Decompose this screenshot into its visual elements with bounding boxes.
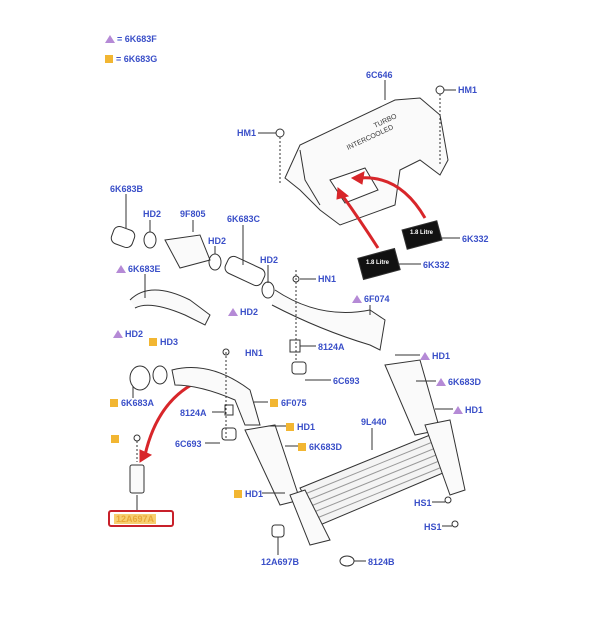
triangle-icon <box>352 295 362 303</box>
part-label[interactable]: 12A697B <box>261 557 300 567</box>
part-label[interactable]: 6C646 <box>366 70 393 80</box>
decal-1 <box>401 220 443 250</box>
part-label[interactable]: 6F075 <box>270 398 307 408</box>
part-label[interactable]: 9F805 <box>180 209 206 219</box>
part-label[interactable]: 6K683C <box>227 214 261 224</box>
square-icon <box>111 435 119 443</box>
part-square-marker[interactable] <box>111 434 122 444</box>
triangle-icon <box>113 330 123 338</box>
part-label[interactable]: HS1 <box>424 522 442 532</box>
part-label[interactable]: 6K683B <box>110 184 144 194</box>
part-label[interactable]: HD2 <box>143 209 162 219</box>
part-label[interactable]: 6C693 <box>333 376 360 386</box>
triangle-icon <box>105 35 115 43</box>
part-label[interactable]: 6F074 <box>352 294 390 304</box>
square-icon <box>234 490 242 498</box>
part-label[interactable]: 8124A <box>318 342 345 352</box>
part-label[interactable]: HD3 <box>149 337 178 347</box>
highlighted-part-label: 12A697A <box>114 514 157 524</box>
part-label[interactable]: HN1 <box>318 274 337 284</box>
part-label[interactable]: 6K332 <box>423 260 450 270</box>
part-label[interactable]: HS1 <box>414 498 432 508</box>
part-label[interactable]: HD2 <box>228 307 258 317</box>
square-icon <box>110 399 118 407</box>
decal-text-1: 1.8 Litre <box>410 230 434 236</box>
highlighted-part-12a697a[interactable]: 12A697A <box>108 510 174 527</box>
legend-square: = 6K683G <box>105 54 157 64</box>
square-icon <box>286 423 294 431</box>
triangle-icon <box>228 308 238 316</box>
part-label[interactable]: HN1 <box>245 348 264 358</box>
square-icon <box>298 443 306 451</box>
part-label[interactable]: HD2 <box>260 255 279 265</box>
part-label[interactable]: 9L440 <box>361 417 387 427</box>
square-icon <box>149 338 157 346</box>
part-label[interactable]: HD1 <box>453 405 483 415</box>
part-label[interactable]: 6K683D <box>436 377 481 387</box>
legend-triangle: = 6K683F <box>105 34 157 44</box>
part-label[interactable]: HD2 <box>208 236 227 246</box>
arrow-decal-1 <box>359 176 427 219</box>
part-label[interactable]: HD1 <box>420 351 450 361</box>
part-label[interactable]: 6K332 <box>462 234 489 244</box>
part-label[interactable]: HD1 <box>234 489 263 499</box>
square-icon <box>105 55 113 63</box>
triangle-icon <box>453 406 463 414</box>
triangle-icon <box>420 352 430 360</box>
arrow-decal-2 <box>340 194 380 249</box>
part-label[interactable]: 6C693 <box>175 439 202 449</box>
decal-text-2: 1.8 Litre <box>366 260 390 266</box>
part-label[interactable]: 6K683E <box>116 264 161 274</box>
part-label[interactable]: 6K683A <box>110 398 154 408</box>
triangle-icon <box>436 378 446 386</box>
part-label[interactable]: HD1 <box>286 422 315 432</box>
square-icon <box>270 399 278 407</box>
engine-cover <box>284 97 449 226</box>
decal-2 <box>357 247 401 281</box>
part-label[interactable]: HM1 <box>237 128 257 138</box>
part-label[interactable]: 8124B <box>368 557 395 567</box>
part-label[interactable]: 6K683D <box>298 442 342 452</box>
part-label[interactable]: HM1 <box>458 85 478 95</box>
part-label[interactable]: HD2 <box>113 329 143 339</box>
triangle-icon <box>116 265 126 273</box>
part-label[interactable]: 8124A <box>180 408 207 418</box>
